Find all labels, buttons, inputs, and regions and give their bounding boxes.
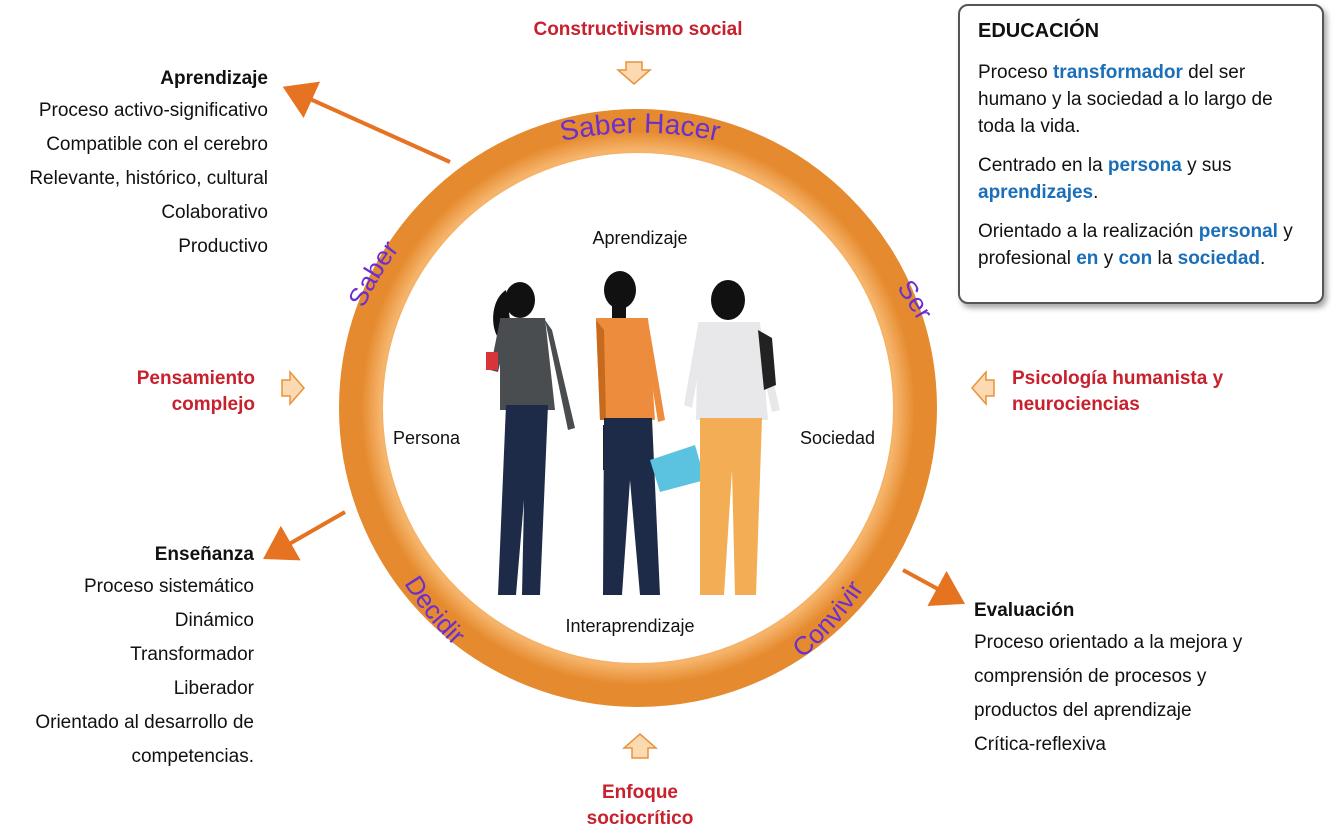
label-psicologia-humanista: Psicología humanista y neurociencias	[1012, 366, 1272, 418]
text-span: .	[1093, 182, 1099, 203]
list-item: Productivo	[178, 236, 268, 257]
educacion-paragraph-1: Proceso transformador del ser humano y l…	[978, 59, 1304, 140]
evaluacion-list: Proceso orientado a la mejora y comprens…	[974, 626, 1304, 762]
label-pensamiento-complejo: Pensamiento complejo	[100, 366, 255, 418]
aprendizaje-title: Aprendizaje	[160, 68, 268, 89]
inner-sociedad: Sociedad	[800, 428, 876, 448]
list-item: Colaborativo	[161, 202, 268, 223]
educacion-paragraph-2: Centrado en la persona y sus aprendizaje…	[978, 152, 1304, 206]
text-span: y	[1098, 248, 1119, 269]
aprendizaje-list: Proceso activo-significativo Compatible …	[0, 94, 268, 264]
inner-interaprendizaje: Interaprendizaje	[565, 616, 695, 636]
text-span: y profesional	[978, 221, 1293, 269]
inner-aprendizaje: Aprendizaje	[592, 228, 688, 248]
text-span: Orientado a la realización	[978, 221, 1199, 242]
highlight-span: con	[1118, 248, 1153, 269]
list-item: Liberador	[173, 678, 254, 699]
input-arrow-left-icon	[281, 370, 305, 406]
list-item: Crítica-reflexiva	[974, 734, 1106, 755]
list-item: competencias.	[131, 746, 254, 767]
highlight-span: aprendizajes	[978, 182, 1094, 203]
highlight-span: en	[1076, 248, 1099, 269]
input-arrow-bottom-icon	[622, 733, 658, 759]
text-span: Proceso	[978, 62, 1053, 83]
list-item: Compatible con el cerebro	[46, 134, 268, 155]
text-span: .	[1260, 248, 1266, 269]
label-enfoque-line1: Enfoque	[602, 782, 678, 803]
educacion-box: EDUCACIÓN Proceso transformador del ser …	[958, 4, 1324, 304]
students-illustration	[486, 271, 780, 595]
text-span: del ser humano y la sociedad a lo largo …	[978, 62, 1273, 137]
arrow-to-evaluacion	[902, 568, 966, 607]
label-psicologia-line2: neurociencias	[1012, 394, 1140, 415]
list-item: Relevante, histórico, cultural	[29, 168, 268, 189]
evaluacion-title: Evaluación	[974, 600, 1075, 621]
label-pensamiento-line2: complejo	[171, 394, 255, 415]
orange-ring	[339, 109, 937, 707]
text-span: la	[1152, 248, 1178, 269]
input-arrow-right-icon	[971, 370, 995, 406]
input-arrow-top-icon	[616, 61, 652, 85]
highlight-span: sociedad	[1177, 248, 1260, 269]
aprendizaje-block: Aprendizaje Proceso activo-significativo…	[0, 64, 268, 264]
evaluacion-block: Evaluación Proceso orientado a la mejora…	[974, 596, 1304, 762]
label-enfoque-line2: sociocrítico	[586, 808, 694, 829]
list-item: Proceso activo-significativo	[38, 100, 268, 121]
ensenanza-list: Proceso sistemático Dinámico Transformad…	[0, 570, 254, 774]
list-item: comprensión de procesos y	[974, 666, 1207, 687]
list-item: Orientado al desarrollo de	[35, 712, 254, 733]
highlight-span: personal	[1198, 221, 1278, 242]
text-span: y sus	[1181, 155, 1232, 176]
label-pensamiento-line1: Pensamiento	[136, 368, 255, 389]
list-item: Proceso orientado a la mejora y	[974, 632, 1243, 653]
text-span: Centrado en la	[978, 155, 1108, 176]
list-item: Transformador	[130, 644, 254, 665]
educacion-paragraph-3: Orientado a la realización personal y pr…	[978, 218, 1304, 272]
label-psicologia-line1: Psicología humanista y	[1012, 368, 1224, 389]
list-item: Dinámico	[174, 610, 254, 631]
ensenanza-title: Enseñanza	[154, 544, 254, 565]
highlight-span: persona	[1107, 155, 1182, 176]
label-constructivismo-social: Constructivismo social	[533, 19, 743, 40]
arrow-to-ensenanza	[263, 510, 346, 561]
label-enfoque-sociocritico: Enfoque sociocrítico	[560, 780, 720, 832]
list-item: productos del aprendizaje	[974, 700, 1192, 721]
list-item: Proceso sistemático	[83, 576, 254, 597]
highlight-span: transformador	[1052, 62, 1183, 83]
inner-persona: Persona	[393, 428, 461, 448]
arrow-to-aprendizaje	[282, 81, 451, 164]
educacion-title: EDUCACIÓN	[978, 20, 1100, 42]
ensenanza-block: Enseñanza Proceso sistemático Dinámico T…	[0, 540, 254, 774]
